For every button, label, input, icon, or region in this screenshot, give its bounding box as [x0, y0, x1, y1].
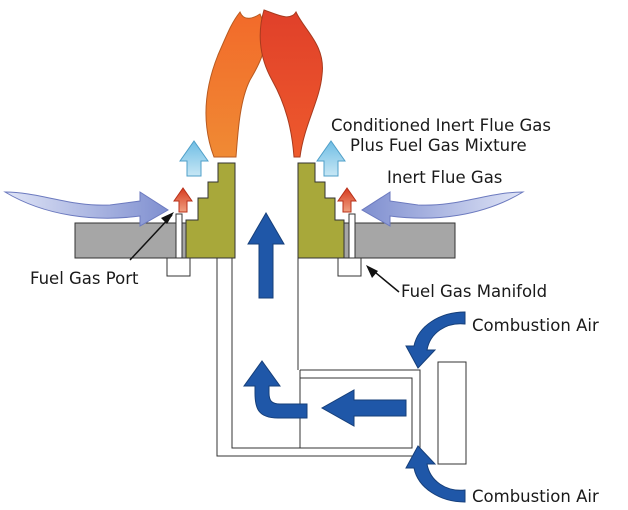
label-fuel-gas-port: Fuel Gas Port	[30, 269, 139, 288]
fuel-gas-manifold-left	[166, 257, 191, 277]
combustion-air-arrow-plenum-left	[243, 360, 308, 419]
combustion-air-arrow-bottom	[405, 445, 466, 503]
flame-left-lobe	[205, 11, 266, 158]
pointer-fuel-gas-manifold	[366, 265, 400, 293]
air-inlet-panel	[437, 361, 467, 465]
label-fuel-gas-manifold: Fuel Gas Manifold	[401, 282, 547, 301]
mixture-arrow-right	[316, 140, 346, 177]
inert-flue-gas-arrow-left	[3, 191, 169, 227]
label-combustion-air-bottom: Combustion Air	[472, 487, 599, 506]
fuel-jet-arrow-right	[337, 187, 357, 213]
fuel-gas-port-right-slot	[348, 213, 356, 259]
combustion-air-arrow-top	[405, 311, 466, 369]
refractory-tile-left	[185, 162, 236, 259]
pointer-fuel-gas-port	[129, 212, 174, 261]
refractory-tile-right	[297, 162, 345, 259]
combustion-air-arrow-plenum-center	[320, 389, 407, 427]
fuel-gas-port-left-slot	[175, 213, 183, 259]
air-plenum	[216, 258, 421, 457]
combustion-air-arrow-up-center	[247, 212, 285, 299]
burner-plate-right	[349, 222, 456, 259]
label-combustion-air-top: Combustion Air	[472, 316, 599, 335]
fuel-jet-arrow-left	[173, 187, 193, 213]
label-flue-mixture-line2: Plus Fuel Gas Mixture	[350, 136, 527, 155]
label-flue-mixture-line1: Conditioned Inert Flue Gas	[331, 116, 551, 135]
mixture-arrow-left	[179, 140, 209, 177]
label-inert-flue-gas: Inert Flue Gas	[387, 168, 502, 187]
flame-right-lobe	[259, 9, 323, 158]
burner-plate-left	[74, 222, 177, 259]
fuel-gas-manifold-right	[337, 257, 362, 277]
flame	[205, 9, 323, 158]
inert-flue-gas-arrow-right	[361, 191, 525, 227]
